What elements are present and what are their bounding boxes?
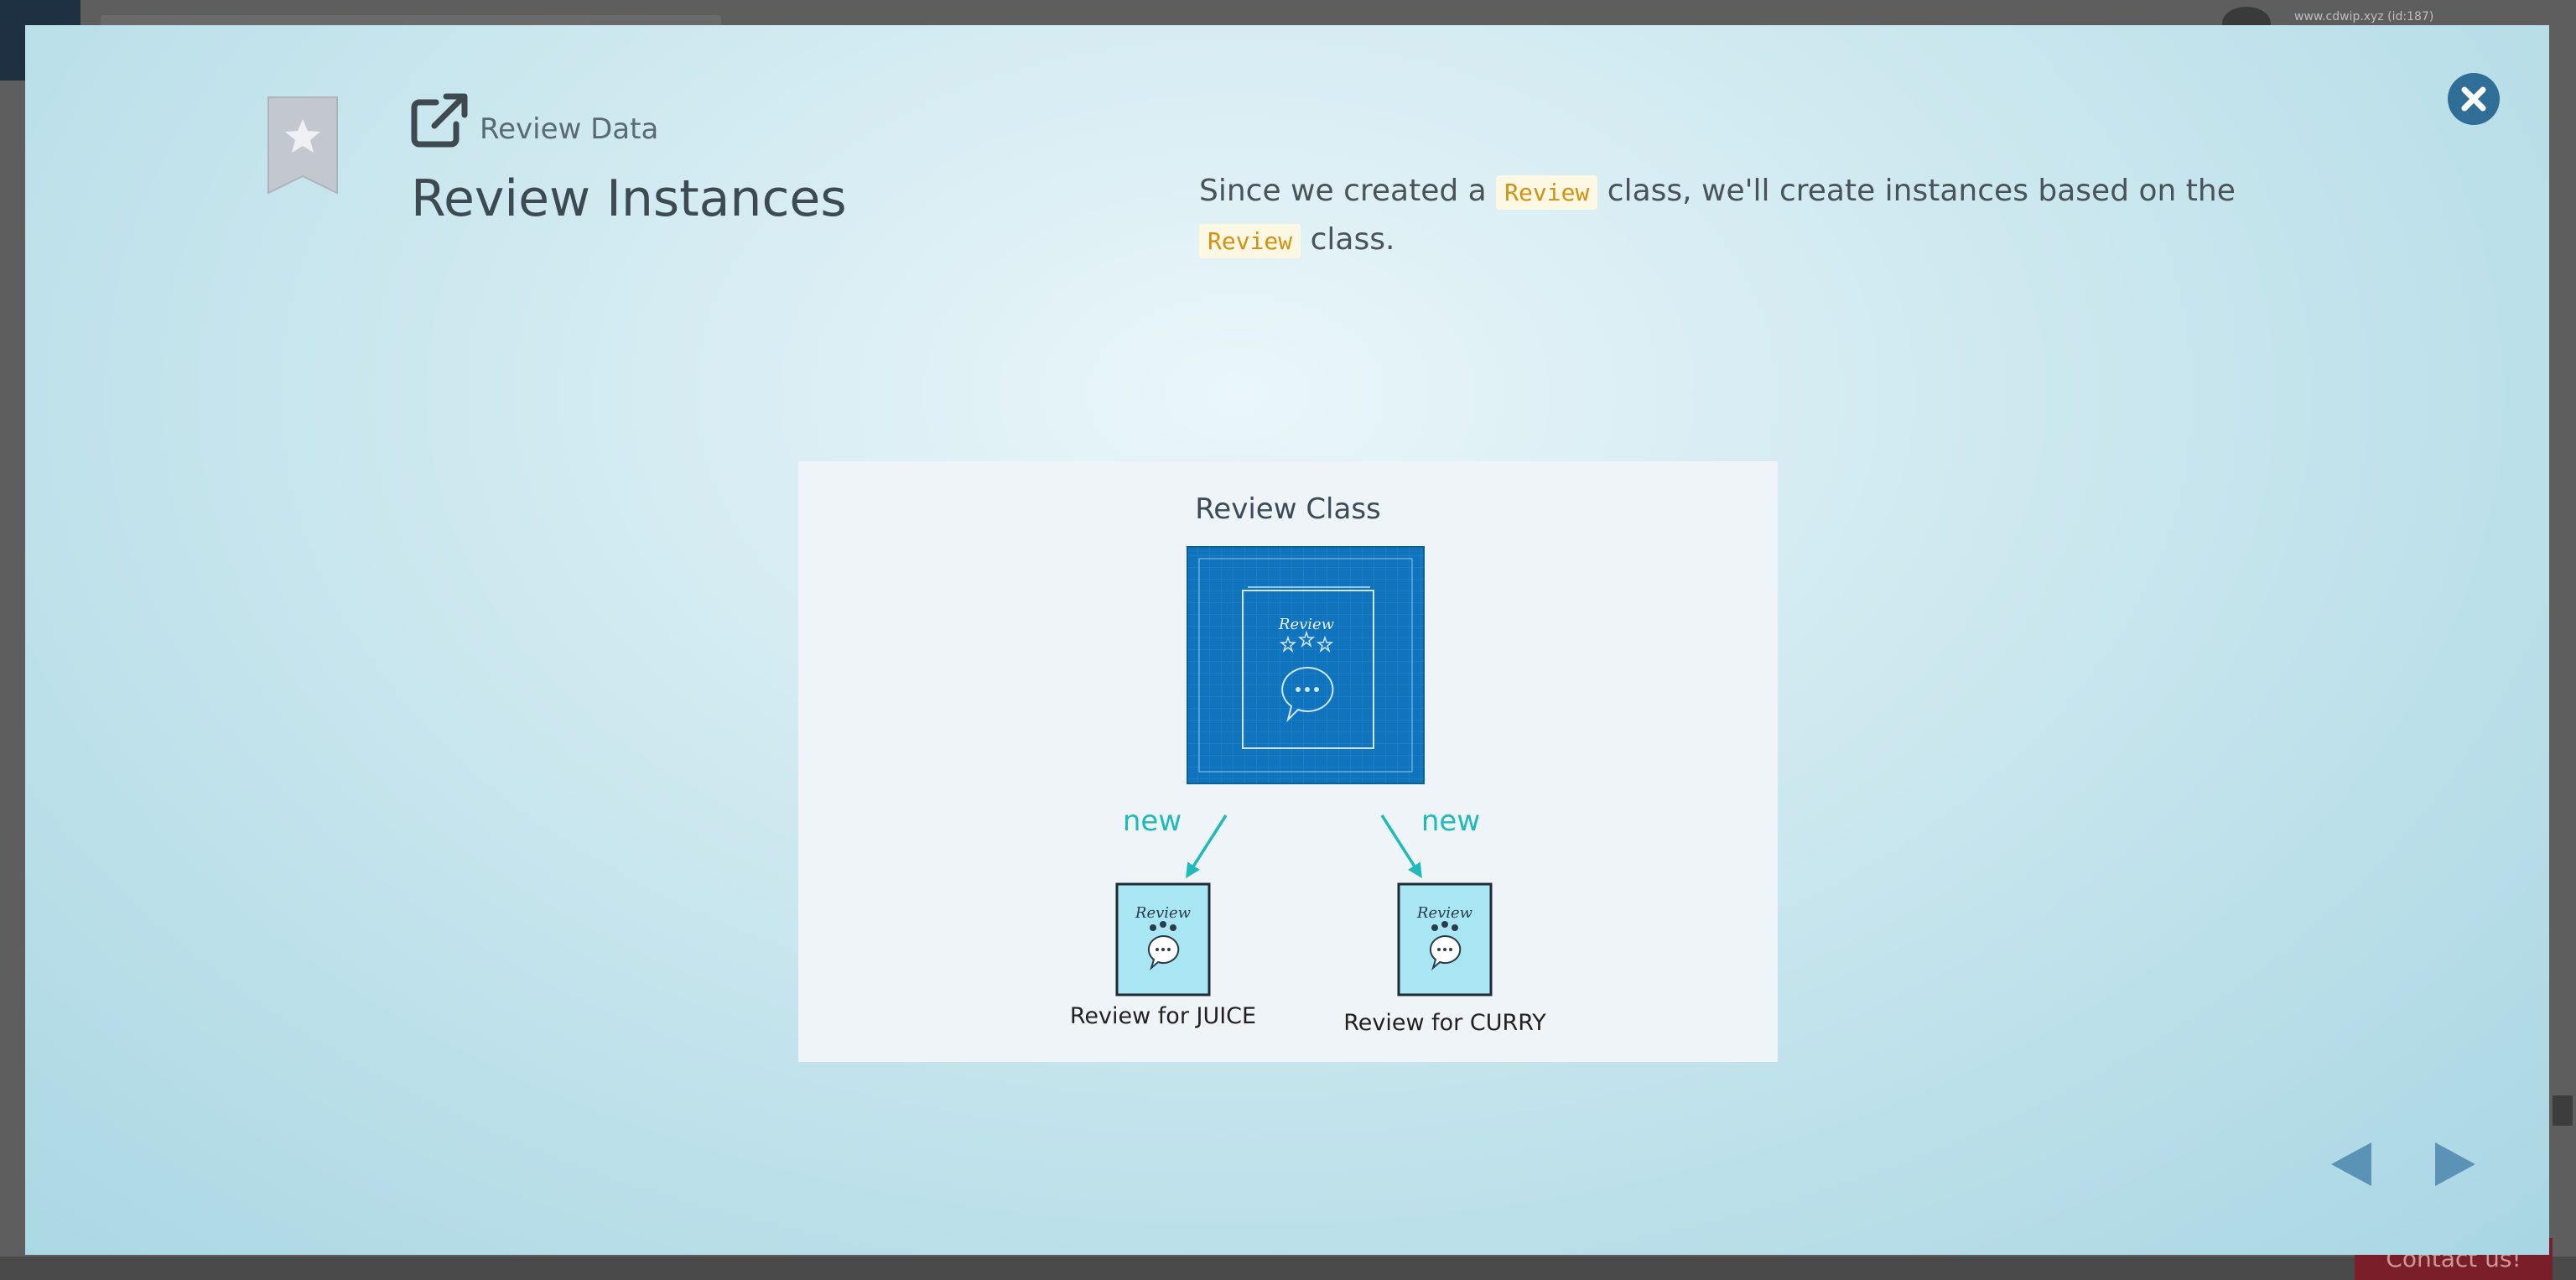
arrow-left bbox=[1186, 814, 1228, 878]
instance-card-title: Review bbox=[1135, 904, 1192, 922]
arrow-left-label: new bbox=[1123, 804, 1182, 838]
instance-card-title: Review bbox=[1416, 904, 1473, 922]
diagram-title: Review Class bbox=[1195, 492, 1381, 526]
arrow-left-icon[interactable] bbox=[2328, 1139, 2375, 1189]
code-review-class: Review bbox=[1496, 175, 1598, 210]
description-text: class. bbox=[1301, 222, 1395, 257]
instance-card-juice: Review bbox=[1115, 882, 1211, 996]
blueprint-card-title: Review bbox=[1278, 616, 1335, 633]
description-text: Since we created a bbox=[1199, 174, 1497, 208]
close-icon[interactable] bbox=[2447, 72, 2501, 126]
arrow-right-label: new bbox=[1421, 804, 1480, 838]
description-text: class, we'll create instances based on t… bbox=[1597, 174, 2236, 208]
scrollbar-thumb bbox=[2553, 1095, 2573, 1126]
class-instance-diagram: Review Class Review bbox=[798, 461, 1778, 1062]
instance-caption-curry: Review for CURRY bbox=[1343, 1010, 1546, 1036]
arrow-right bbox=[1380, 814, 1422, 878]
slide-description: Since we created a Review class, we'll c… bbox=[1199, 168, 2323, 265]
instance-card-curry: Review bbox=[1397, 882, 1493, 996]
instance-caption-juice: Review for JUICE bbox=[1070, 1003, 1256, 1029]
arrow-right-icon[interactable] bbox=[2432, 1139, 2479, 1189]
page-title: Review Instances bbox=[411, 169, 847, 228]
code-review-class: Review bbox=[1199, 224, 1301, 258]
bottom-scrollbar bbox=[0, 1257, 2576, 1280]
bookmark-star-icon[interactable] bbox=[267, 96, 339, 195]
user-label: www.cdwip.xyz (id:187) bbox=[2294, 10, 2434, 23]
slide-modal: Review Data Review Instances Since we cr… bbox=[25, 25, 2549, 1255]
breadcrumb[interactable]: Review Data bbox=[480, 112, 659, 146]
blueprint-class-card: Review bbox=[1187, 546, 1425, 784]
external-link-icon[interactable] bbox=[411, 92, 471, 149]
